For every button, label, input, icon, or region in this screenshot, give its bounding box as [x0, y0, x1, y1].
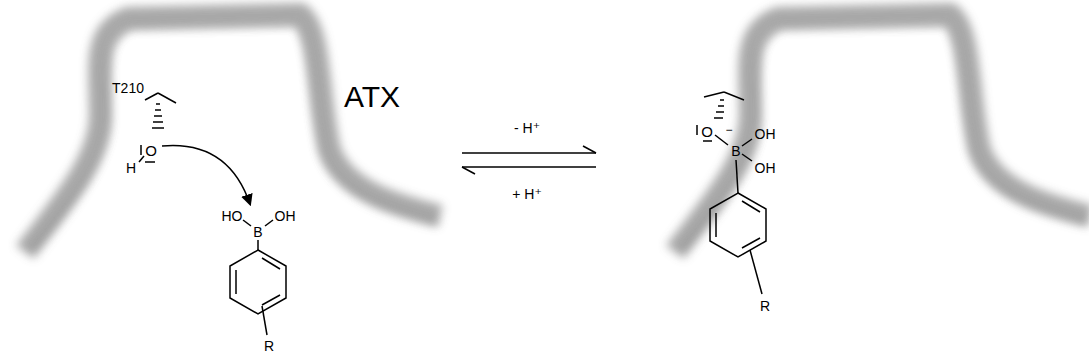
atom-label: O — [145, 143, 157, 158]
charge-label: − — [725, 124, 732, 136]
atom-label: OH — [755, 127, 776, 141]
atom-label: B — [253, 225, 262, 239]
equilibrium-arrows — [462, 146, 596, 174]
atom-label: O — [701, 124, 713, 139]
atom-label: OH — [755, 161, 776, 175]
substituent-label: R — [760, 299, 770, 313]
protein-label: ATX — [344, 82, 400, 112]
atom-label: HO — [222, 209, 243, 223]
atom-label: H — [126, 161, 136, 175]
residue-label: T210 — [112, 81, 144, 95]
atom-label: OH — [275, 209, 296, 223]
substituent-label: R — [264, 339, 274, 353]
proton-label: - H⁺ — [514, 121, 540, 135]
boronic-acid-bonds — [230, 220, 286, 335]
boronate-adduct-bonds — [697, 92, 766, 294]
proton-label: + H⁺ — [512, 187, 542, 201]
attack-arrow — [162, 145, 250, 204]
protein-pocket — [25, 14, 440, 252]
protein-pocket — [675, 14, 1089, 252]
atom-label: B — [731, 144, 740, 158]
threonine-bonds — [139, 93, 176, 162]
